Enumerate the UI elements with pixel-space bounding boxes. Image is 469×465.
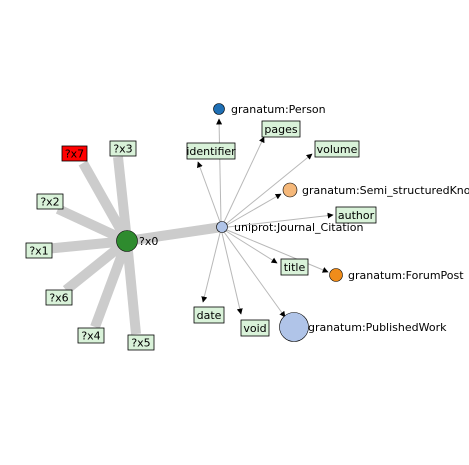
var-x7-label: ?x7 [65, 148, 84, 161]
node-published-label: granatum:PublishedWork [308, 321, 447, 334]
node-semi-label: granatum:Semi_structuredKnowledge [302, 184, 469, 197]
var-x4-label: ?x4 [81, 330, 100, 343]
edge-citation-volume [225, 153, 313, 225]
pred-identifier[interactable]: identifier [186, 142, 236, 160]
node-forum[interactable]: granatum:ForumPost [329, 268, 465, 283]
var-x6[interactable]: ?x6 [45, 289, 73, 306]
var-x5[interactable]: ?x5 [127, 334, 155, 351]
var-x5-label: ?x5 [131, 337, 150, 350]
node-hub-label: ?x0 [139, 235, 158, 248]
node-person[interactable]: granatum:Person [213, 103, 326, 116]
edge-citation-semi [226, 193, 282, 226]
edge-x0-x2 [55, 204, 130, 246]
edge-citation-identifier [197, 161, 221, 223]
edge-citation-title [225, 230, 278, 264]
citation-edges [197, 118, 334, 318]
pred-pages[interactable]: pages [261, 120, 301, 138]
node-hub[interactable]: ?x0 [116, 230, 159, 252]
edge-x0-x7 [78, 160, 132, 244]
var-x1-label: ?x1 [29, 245, 48, 258]
pred-volume[interactable]: volume [314, 140, 360, 158]
var-x3-label: ?x3 [113, 143, 132, 156]
edge-citation-published [223, 231, 286, 318]
edge-citation-pages [223, 136, 265, 223]
var-x6-label: ?x6 [49, 292, 68, 305]
var-x3[interactable]: ?x3 [109, 140, 137, 157]
edge-citation-date [201, 232, 221, 303]
edge-citation-forum [226, 229, 329, 273]
pred-date[interactable]: date [193, 306, 225, 324]
node-published[interactable]: granatum:PublishedWork [279, 312, 448, 342]
edge-x0-x4 [90, 239, 132, 329]
var-x1[interactable]: ?x1 [25, 242, 53, 259]
edge-x0-x1 [44, 236, 128, 254]
pred-volume-label: volume [317, 143, 358, 156]
pred-title[interactable]: title [280, 258, 309, 276]
pred-date-label: date [197, 309, 222, 322]
pred-void[interactable]: void [240, 319, 270, 337]
node-forum-label: granatum:ForumPost [348, 269, 464, 282]
edge-x0-x3 [113, 156, 132, 242]
edge-x0-x5 [122, 240, 141, 335]
pred-title-label: title [284, 261, 306, 274]
var-x4[interactable]: ?x4 [77, 327, 105, 344]
edge-x0-citation [126, 222, 223, 246]
node-semi[interactable]: granatum:Semi_structuredKnowledge [282, 182, 469, 198]
edge-citation-person [216, 118, 223, 223]
var-x2[interactable]: ?x2 [36, 193, 64, 210]
pred-author[interactable]: author [335, 206, 377, 224]
pred-void-label: void [243, 322, 266, 335]
pred-identifier-label: identifier [186, 145, 236, 158]
node-person-label: granatum:Person [231, 103, 326, 116]
var-x7[interactable]: ?x7 [61, 145, 88, 162]
pred-author-label: author [338, 209, 375, 222]
hub-edges [44, 156, 223, 335]
edge-citation-author [227, 212, 334, 228]
node-citation-label: uniprot:Journal_Citation [234, 221, 363, 234]
pred-pages-label: pages [264, 123, 297, 136]
edge-x0-x6 [62, 237, 131, 294]
node-citation[interactable]: uniprot:Journal_Citation [216, 221, 364, 234]
var-x2-label: ?x2 [40, 196, 59, 209]
edge-citation-void [221, 232, 243, 315]
